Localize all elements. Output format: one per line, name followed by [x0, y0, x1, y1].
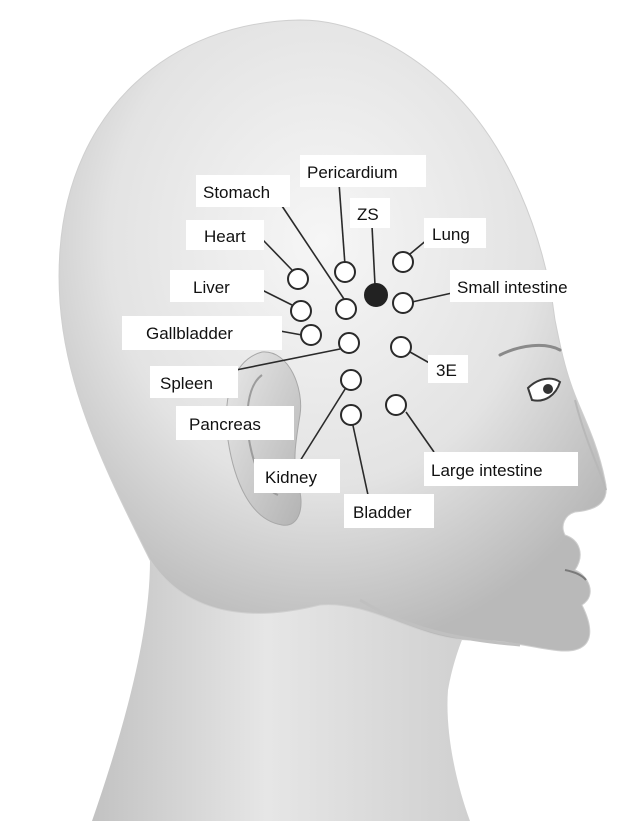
label-liver: Liver — [170, 270, 264, 302]
label-small-intestine: Small intestine — [450, 270, 600, 302]
svg-text:Stomach: Stomach — [203, 183, 270, 202]
label-pancreas: Pancreas — [176, 406, 294, 440]
point-3e — [391, 337, 411, 357]
label-lung: Lung — [424, 218, 486, 248]
label-bladder: Bladder — [344, 494, 434, 528]
svg-text:Pericardium: Pericardium — [307, 163, 398, 182]
svg-text:Small intestine: Small intestine — [457, 278, 568, 297]
point-heart — [288, 269, 308, 289]
svg-text:3E: 3E — [436, 361, 457, 380]
svg-text:Large intestine: Large intestine — [431, 461, 543, 480]
point-bladder — [341, 405, 361, 425]
label-3e: 3E — [428, 355, 468, 383]
label-stomach: Stomach — [196, 175, 290, 207]
eye-iris — [543, 384, 553, 394]
svg-text:Pancreas: Pancreas — [189, 415, 261, 434]
label-heart: Heart — [186, 220, 264, 250]
label-spleen: Spleen — [150, 366, 238, 398]
label-large-intestine: Large intestine — [424, 452, 578, 486]
point-small-intestine — [393, 293, 413, 313]
point-gallbladder — [301, 325, 321, 345]
svg-text:Gallbladder: Gallbladder — [146, 324, 233, 343]
label-kidney: Kidney — [254, 459, 340, 493]
label-pericardium: Pericardium — [300, 155, 426, 187]
point-spleen — [339, 333, 359, 353]
point-lung — [393, 252, 413, 272]
label-zs: ZS — [350, 198, 390, 228]
svg-text:Spleen: Spleen — [160, 374, 213, 393]
svg-text:Heart: Heart — [204, 227, 246, 246]
label-gallbladder: Gallbladder — [122, 316, 282, 350]
point-large-intestine — [386, 395, 406, 415]
point-pericardium — [335, 262, 355, 282]
svg-text:Lung: Lung — [432, 225, 470, 244]
svg-text:ZS: ZS — [357, 205, 379, 224]
svg-text:Liver: Liver — [193, 278, 230, 297]
point-liver — [291, 301, 311, 321]
point-kidney — [341, 370, 361, 390]
svg-text:Bladder: Bladder — [353, 503, 412, 522]
point-stomach — [336, 299, 356, 319]
svg-text:Kidney: Kidney — [265, 468, 317, 487]
point-zs — [365, 284, 387, 306]
